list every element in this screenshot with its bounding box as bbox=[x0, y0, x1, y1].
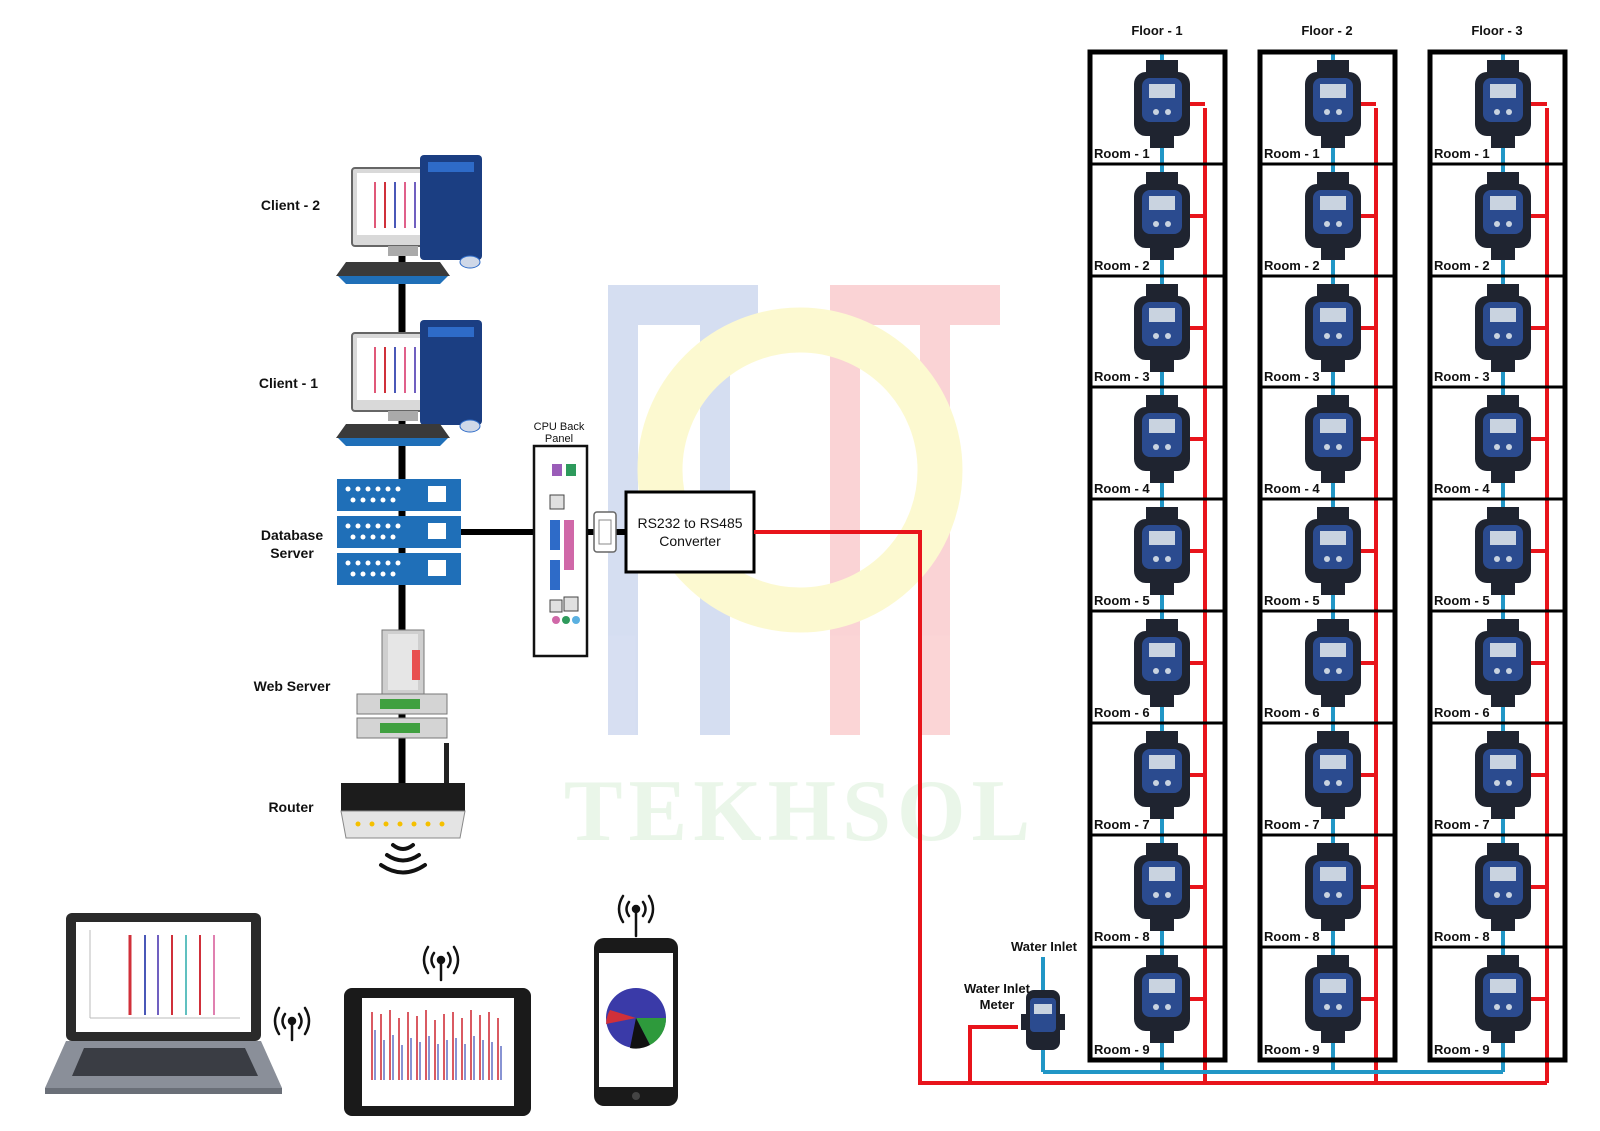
room-label: Room - 2 bbox=[1094, 258, 1150, 273]
room-label: Room - 6 bbox=[1264, 705, 1320, 720]
flow-meter-icon bbox=[1305, 507, 1376, 595]
flow-meter-icon bbox=[1305, 284, 1376, 372]
laptop-icon bbox=[45, 913, 282, 1094]
wifi-icon bbox=[379, 843, 427, 875]
web-server-icon bbox=[356, 629, 448, 739]
water-inlet-meter-label-1: Water Inlet bbox=[964, 981, 1031, 996]
room-label: Room - 4 bbox=[1434, 481, 1490, 496]
room-dividers bbox=[1090, 162, 1565, 949]
flow-meter-icon bbox=[1134, 955, 1205, 1043]
flow-meter-icon bbox=[1134, 843, 1205, 931]
room-label: Room - 3 bbox=[1434, 369, 1490, 384]
wifi-icon bbox=[422, 945, 460, 982]
flow-meter-icon bbox=[1305, 955, 1376, 1043]
room-label: Room - 4 bbox=[1264, 481, 1320, 496]
web-server-label: Web Server bbox=[254, 678, 331, 694]
router-label: Router bbox=[268, 799, 314, 815]
wifi-icon bbox=[273, 1006, 311, 1042]
room-label: Room - 2 bbox=[1434, 258, 1490, 273]
flow-meter-icon bbox=[1305, 731, 1376, 819]
room-label: Room - 9 bbox=[1094, 1042, 1150, 1057]
cpu-back-panel bbox=[532, 444, 589, 658]
wifi-icon bbox=[617, 894, 655, 938]
flow-meter-icon bbox=[1475, 619, 1547, 707]
flow-meter-icon bbox=[1305, 60, 1376, 148]
room-label: Room - 6 bbox=[1434, 705, 1490, 720]
room-label: Room - 3 bbox=[1264, 369, 1320, 384]
room-label: Room - 5 bbox=[1434, 593, 1490, 608]
floor-3-label: Floor - 3 bbox=[1471, 23, 1522, 38]
room-label: Room - 9 bbox=[1434, 1042, 1490, 1057]
room-label: Room - 1 bbox=[1434, 146, 1490, 161]
database-server-label-1: Database bbox=[261, 527, 323, 543]
floor-1-label: Floor - 1 bbox=[1131, 23, 1182, 38]
database-server-icon bbox=[337, 479, 461, 585]
floor-2-label: Floor - 2 bbox=[1301, 23, 1352, 38]
flow-meter-icon bbox=[1305, 619, 1376, 707]
watermark-logo bbox=[608, 285, 1000, 735]
tablet-icon bbox=[344, 988, 531, 1116]
rs485-bus-line bbox=[754, 108, 1549, 1085]
room-label: Room - 8 bbox=[1264, 929, 1320, 944]
room-label: Room - 5 bbox=[1094, 593, 1150, 608]
room-label: Room - 3 bbox=[1094, 369, 1150, 384]
client-2-label: Client - 2 bbox=[261, 197, 320, 213]
desktop-computer-icon bbox=[336, 320, 482, 446]
client-1-label: Client - 1 bbox=[259, 375, 318, 391]
flow-meter-icon bbox=[1475, 955, 1547, 1043]
converter-label-1: RS232 to RS485 bbox=[637, 515, 742, 531]
flow-meter-icon bbox=[1475, 395, 1547, 483]
flow-meter-icon bbox=[1475, 284, 1547, 372]
room-label: Room - 1 bbox=[1264, 146, 1320, 161]
database-server-label-2: Server bbox=[270, 545, 314, 561]
floor-frames bbox=[1087, 49, 1568, 1063]
room-label: Room - 9 bbox=[1264, 1042, 1320, 1057]
cpu-panel-label-1: CPU Back bbox=[534, 421, 585, 433]
flow-meter-icon bbox=[1134, 731, 1205, 819]
flow-meter-icon bbox=[1475, 172, 1547, 260]
room-label: Room - 8 bbox=[1094, 929, 1150, 944]
serial-port-icon bbox=[593, 511, 617, 553]
room-label: Room - 7 bbox=[1094, 817, 1150, 832]
flow-meter-icon bbox=[1475, 843, 1547, 931]
flow-meter-icon bbox=[1134, 395, 1205, 483]
flow-meter-icon bbox=[1134, 172, 1205, 260]
flow-meter-icon bbox=[1021, 990, 1065, 1050]
water-inlet-meter-label-2: Meter bbox=[980, 997, 1015, 1012]
room-label: Room - 5 bbox=[1264, 593, 1320, 608]
room-label: Room - 2 bbox=[1264, 258, 1320, 273]
room-label: Room - 4 bbox=[1094, 481, 1150, 496]
room-label: Room - 7 bbox=[1264, 817, 1320, 832]
flow-meter-icon bbox=[1305, 395, 1376, 483]
router-icon bbox=[340, 743, 466, 839]
cpu-panel-label-2: Panel bbox=[545, 433, 573, 445]
flow-meter-icon bbox=[1475, 731, 1547, 819]
room-labels: Room - 1 Room - 2 Room - 3 Room - 4 Room - 5… bbox=[1094, 146, 1490, 1057]
converter-box bbox=[624, 490, 756, 574]
room-label: Room - 6 bbox=[1094, 705, 1150, 720]
desktop-computer-icon bbox=[336, 155, 482, 284]
flow-meter-icon bbox=[1305, 843, 1376, 931]
flow-meter-icon bbox=[1134, 507, 1205, 595]
room-label: Room - 8 bbox=[1434, 929, 1490, 944]
client-1-computer bbox=[336, 320, 482, 446]
flow-meter-icon bbox=[1134, 619, 1205, 707]
water-pipe bbox=[1041, 52, 1505, 1074]
flow-meter-icon bbox=[1134, 60, 1205, 148]
room-label: Room - 7 bbox=[1434, 817, 1490, 832]
flow-meter-icon bbox=[1134, 284, 1205, 372]
flow-meter-icon bbox=[1305, 172, 1376, 260]
flow-meter-icon bbox=[1475, 507, 1547, 595]
room-label: Room - 1 bbox=[1094, 146, 1150, 161]
watermark-text: TEKHSOL bbox=[564, 763, 1036, 860]
converter-label-2: Converter bbox=[659, 533, 721, 549]
client-2-computer bbox=[336, 155, 482, 284]
water-inlet-meter bbox=[1021, 990, 1065, 1050]
smartphone-icon bbox=[594, 938, 678, 1106]
water-inlet-label: Water Inlet bbox=[1011, 939, 1078, 954]
flow-meters bbox=[1134, 60, 1547, 1043]
flow-meter-icon bbox=[1475, 60, 1547, 148]
